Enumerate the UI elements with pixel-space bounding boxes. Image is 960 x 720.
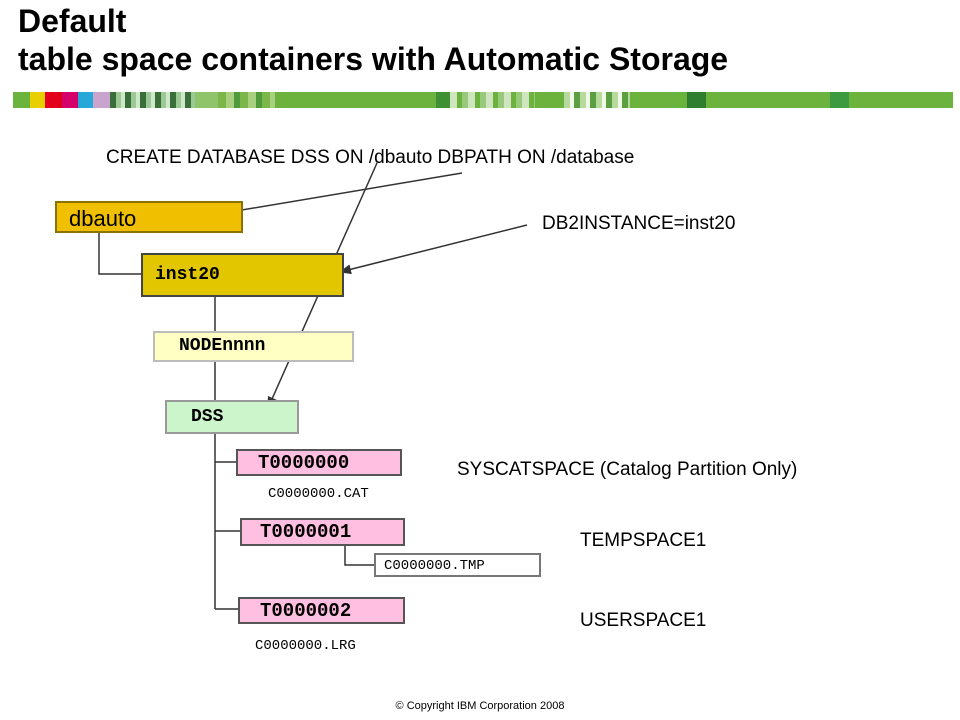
arrow-to-inst20: [339, 224, 528, 275]
arrow-to-dbauto: [229, 172, 463, 216]
dss-box: DSS: [165, 400, 299, 434]
title-line-1: Default: [18, 3, 127, 39]
tablespace-t1-box: T0000001: [240, 518, 405, 546]
instance-annotation: DB2INSTANCE=inst20: [542, 213, 736, 234]
inst20-box: inst20: [141, 253, 344, 297]
syscatspace-annotation: SYSCATSPACE (Catalog Partition Only): [457, 459, 798, 480]
dss-label: DSS: [191, 407, 224, 427]
connector-t1-tmp: [344, 546, 374, 566]
create-database-command: CREATE DATABASE DSS ON /dbauto DBPATH ON…: [106, 147, 635, 168]
node-label: NODEnnnn: [179, 336, 266, 356]
container-tmp-label: C0000000.TMP: [384, 558, 485, 574]
title-line-2: table space containers with Automatic St…: [18, 41, 729, 77]
tablespace-t0-label: T0000000: [258, 452, 350, 474]
container-tmp-box: C0000000.TMP: [374, 553, 541, 577]
dbauto-box: dbauto: [55, 201, 243, 233]
tablespace-t2-label: T0000002: [260, 600, 352, 622]
tablespace-t0-box: T0000000: [236, 449, 402, 476]
inst20-label: inst20: [155, 265, 220, 285]
tablespace-t2-box: T0000002: [238, 597, 405, 624]
container-lrg-label: C0000000.LRG: [255, 638, 356, 654]
tempspace-annotation: TEMPSPACE1: [580, 530, 707, 551]
tablespace-t1-label: T0000001: [260, 521, 352, 543]
decorative-color-strip: [13, 92, 953, 108]
container-cat-label: C0000000.CAT: [268, 486, 369, 502]
connector-dbauto-inst20: [98, 233, 143, 275]
dbauto-label: dbauto: [69, 206, 137, 231]
node-box: NODEnnnn: [153, 331, 354, 362]
slide-title: Default table space containers with Auto…: [18, 2, 728, 78]
userspace-annotation: USERSPACE1: [580, 610, 707, 631]
copyright-footer: © Copyright IBM Corporation 2008: [395, 700, 565, 712]
